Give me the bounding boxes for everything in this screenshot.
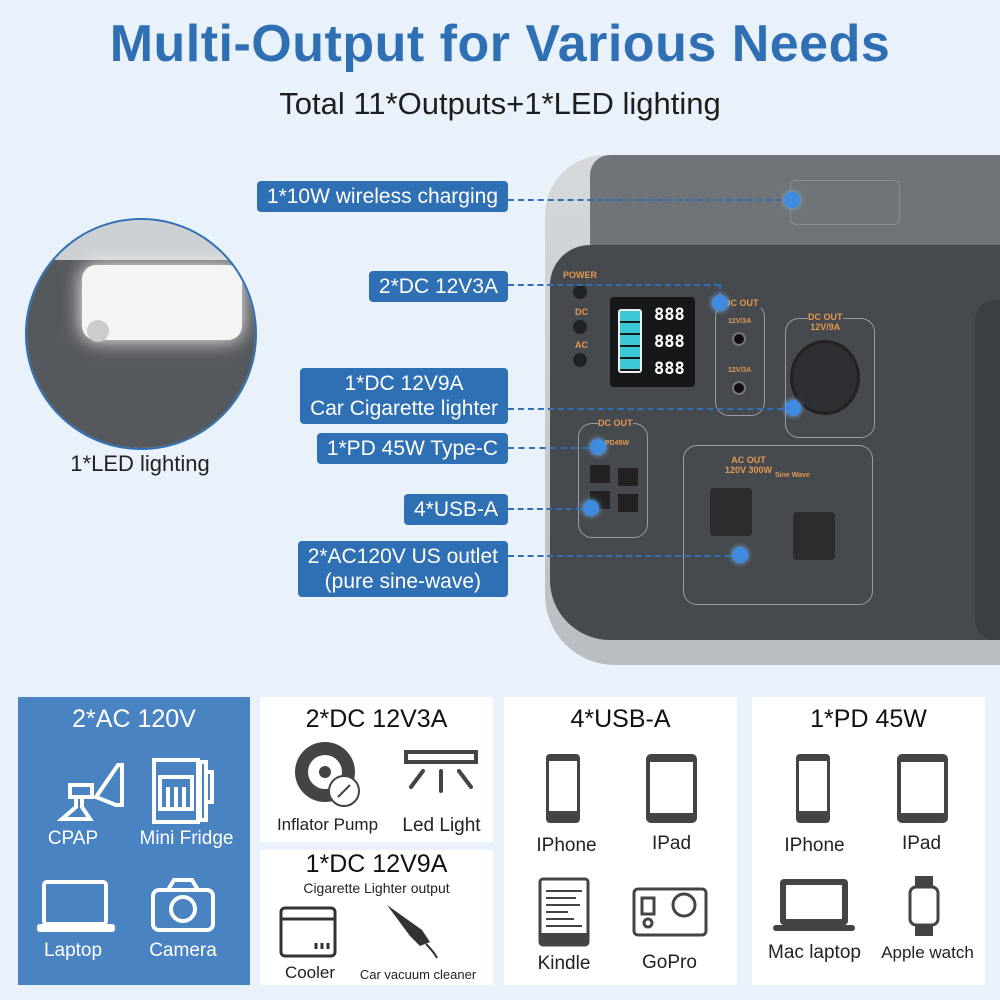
callout-line: (pure sine-wave) <box>324 570 482 593</box>
callout-wireless-charging: 1*10W wireless charging <box>256 181 508 212</box>
panel-pd-45w: 1*PD 45W IPhone IPad Mac laptop Apple wa… <box>752 697 985 985</box>
device-side <box>975 300 1000 640</box>
item-label: Mini Fridge <box>139 828 234 849</box>
dc-port-1 <box>732 332 746 346</box>
ac-out-rating: 120V 300W <box>725 465 773 475</box>
ac-outlet-2 <box>793 512 835 560</box>
callout-dot <box>590 439 606 455</box>
panel-title: 2*DC 12V3A <box>305 705 448 733</box>
laptop-icon <box>37 880 115 932</box>
tablet-icon <box>897 754 948 823</box>
lcd-reading: 888 <box>654 359 685 379</box>
phone-icon <box>546 754 580 823</box>
led-inset-label: 1*LED lighting <box>70 451 210 476</box>
ac-frame <box>683 445 873 605</box>
dc-out-label: DC OUT <box>722 298 761 308</box>
item-label: IPad <box>651 833 692 854</box>
item-label: Car vacuum cleaner <box>359 967 477 982</box>
item-label: IPhone <box>536 835 597 856</box>
phone-icon <box>796 754 830 823</box>
item-label: Camera <box>149 940 217 961</box>
usb-ports-right <box>618 468 638 518</box>
panel-title: 2*AC 120V <box>72 705 196 733</box>
sine-wave-label: Sine Wave <box>775 472 810 479</box>
ac-button[interactable] <box>573 353 587 367</box>
callout-dot <box>712 295 728 311</box>
callout-pd-type-c: 1*PD 45W Type-C <box>316 433 508 464</box>
watch-icon <box>908 876 940 936</box>
callout-dot <box>784 192 800 208</box>
led-inset <box>25 218 257 450</box>
panel-title: 1*DC 12V9A <box>305 850 448 878</box>
usb-out-label: DC OUT <box>598 418 633 428</box>
item-label: Apple watch <box>881 943 974 962</box>
dc-button[interactable] <box>573 320 587 334</box>
callout-dot <box>732 547 748 563</box>
dc-port-2 <box>732 381 746 395</box>
ac-outlet-1 <box>710 488 752 536</box>
panel-title: 4*USB-A <box>570 705 671 733</box>
lcd-reading: 888 <box>654 305 685 325</box>
car-out-title: DC OUT <box>808 312 843 322</box>
panel-dc-12v3a: 2*DC 12V3A Inflator Pump Led Light <box>260 697 493 842</box>
item-label: IPhone <box>784 835 845 856</box>
item-label: IPad <box>901 833 942 854</box>
tire-pump-icon <box>295 742 360 807</box>
item-label: Kindle <box>537 953 591 974</box>
callout-usb-a: 4*USB-A <box>403 494 508 525</box>
callout-line: 2*AC120V US outlet <box>307 545 498 568</box>
page-subtitle: Total 11*Outputs+1*LED lighting <box>279 86 721 121</box>
dc-port-1-label: 12V/3A <box>728 318 752 325</box>
callout-dc-12v3a: 2*DC 12V3A <box>368 271 508 302</box>
item-label: Mac laptop <box>768 942 861 963</box>
item-label: Laptop <box>43 940 103 961</box>
ac-switch-label: AC <box>575 340 588 350</box>
pd-label: PD45W <box>605 440 630 447</box>
cigarette-socket <box>790 340 860 415</box>
callout-ac-outlet: 2*AC120V US outlet(pure sine-wave) <box>297 541 508 597</box>
panel-usb-a: 4*USB-A IPhone IPad Kindle GoPro <box>504 697 737 985</box>
callout-line: Car Cigarette lighter <box>310 397 498 420</box>
panel-title: 1*PD 45W <box>810 705 927 733</box>
power-button[interactable] <box>573 285 587 299</box>
dc-port-2-label: 12V/3A <box>728 367 752 374</box>
page-title: Multi-Output for Various Needs <box>109 15 891 73</box>
ereader-icon <box>538 877 590 947</box>
cpap-icon <box>56 763 124 821</box>
tablet-icon <box>646 754 697 823</box>
vacuum-icon <box>387 905 438 959</box>
led-light-icon <box>404 750 478 793</box>
item-label: Inflator Pump <box>276 815 379 834</box>
ac-out-title: AC OUT <box>731 455 766 465</box>
callout-dot <box>785 400 801 416</box>
item-label: GoPro <box>642 952 697 973</box>
action-camera-icon <box>632 887 708 937</box>
lcd-display: 888 888 888 <box>610 297 695 387</box>
panel-subtitle: Cigarette Lighter output <box>303 880 450 896</box>
item-label: Led Light <box>402 815 481 836</box>
callout-line: 1*DC 12V9A <box>344 372 464 395</box>
dc-switch-label: DC <box>575 307 588 317</box>
lcd-reading: 888 <box>654 332 685 352</box>
laptop-icon <box>773 879 855 931</box>
callout-dot <box>583 500 599 516</box>
panel-dc-12v9a: 1*DC 12V9A Cigarette Lighter output Cool… <box>260 850 493 985</box>
panel-ac: 2*AC 120V CPAP Mini Fridge Laptop Camera <box>18 697 250 985</box>
car-out-rating: 12V/9A <box>810 322 841 332</box>
battery-icon <box>618 309 642 373</box>
power-label: POWER <box>563 270 598 280</box>
item-label: Cooler <box>284 963 336 982</box>
camera-icon <box>151 878 215 932</box>
cooler-icon <box>279 906 337 958</box>
fridge-icon <box>152 758 214 824</box>
item-label: CPAP <box>47 828 99 849</box>
